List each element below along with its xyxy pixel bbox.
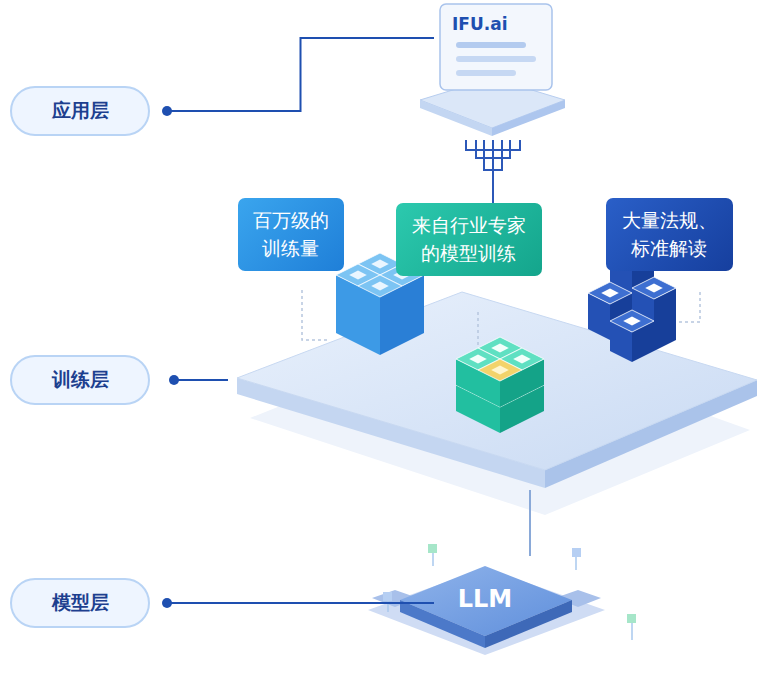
chip-pins — [388, 552, 632, 640]
node-text: 应用层 — [34, 98, 126, 124]
layer-connector — [162, 598, 434, 608]
cube — [610, 310, 654, 362]
stem-line — [529, 490, 531, 556]
chip-pin-cap — [428, 544, 437, 553]
doc-base-side — [492, 100, 565, 136]
connector-dot — [162, 106, 172, 116]
feature-callout: 百万级的 训练量 — [238, 198, 344, 271]
feature-callout: 大量法规、 标准解读 — [606, 198, 733, 271]
node-text: 大量法规、 标准解读 — [618, 207, 721, 262]
chip-top — [400, 566, 572, 636]
feature-callout: 来自行业专家 的模型训练 — [396, 203, 542, 276]
connector-dot — [162, 598, 172, 608]
node-text: 训练层 — [34, 367, 126, 393]
document-card: IFU.ai — [440, 6, 552, 42]
node-text: IFU.ai — [452, 14, 540, 34]
doc-paper — [440, 4, 552, 90]
chip-label: LLM — [440, 582, 530, 616]
node-text: 来自行业专家 的模型训练 — [408, 212, 530, 267]
doc-base-side — [420, 100, 492, 136]
layer-pill: 应用层 — [10, 86, 150, 136]
chip-pin-cap — [383, 592, 392, 601]
chip-pin-cap — [627, 614, 636, 623]
doc-line — [456, 42, 526, 48]
node-text: 模型层 — [34, 590, 126, 616]
doc-line — [456, 70, 516, 76]
tree-lines — [466, 140, 520, 210]
platform — [237, 292, 757, 470]
cube — [358, 275, 402, 355]
chip-pin-cap — [572, 548, 581, 557]
doc-line — [456, 56, 536, 62]
connector-line — [167, 38, 434, 111]
node-text: 百万级的 训练量 — [250, 207, 332, 262]
layer-line — [174, 379, 228, 381]
layer-connector — [162, 38, 434, 116]
connector-line — [167, 602, 434, 604]
layer-pill: 训练层 — [10, 355, 150, 405]
cube — [478, 359, 522, 407]
layer-pill: 模型层 — [10, 578, 150, 628]
node-text: LLM — [458, 585, 512, 613]
